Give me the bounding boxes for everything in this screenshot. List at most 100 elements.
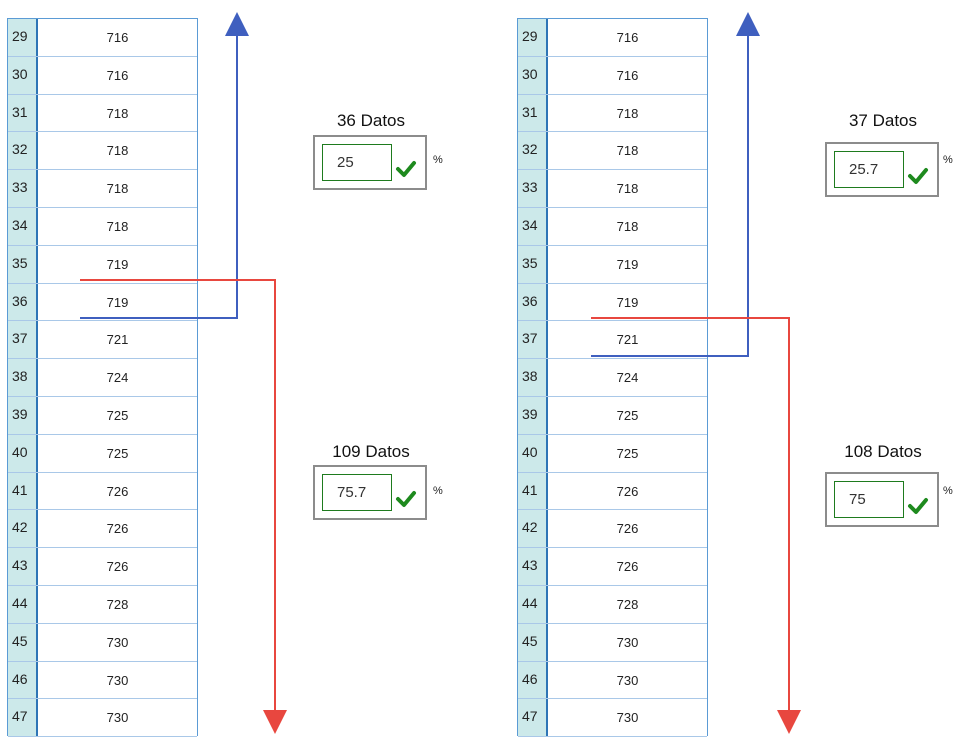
row-index: 30 [12, 65, 28, 82]
row-index: 42 [12, 519, 28, 536]
row-index: 32 [522, 141, 538, 158]
row-value: 726 [106, 559, 129, 575]
table-row: 42 726 [518, 510, 707, 549]
row-value: 718 [106, 105, 129, 121]
row-index: 45 [522, 632, 538, 649]
row-value: 718 [616, 219, 639, 234]
lower-percent-box: 75 [825, 472, 939, 527]
row-value: 725 [616, 408, 639, 423]
check-icon [396, 161, 416, 177]
row-index: 36 [12, 292, 28, 309]
upper-percent-box: 25.7 [825, 142, 939, 197]
upper-percent-input[interactable]: 25.7 [834, 151, 904, 188]
row-value: 725 [616, 445, 639, 461]
upper-percent-unit: % [943, 154, 953, 166]
row-index: 34 [12, 217, 28, 233]
row-value: 718 [106, 219, 129, 234]
table-row: 44 728 [518, 586, 707, 624]
row-value: 725 [106, 408, 129, 423]
down-arrow-head [777, 710, 801, 734]
row-index: 36 [522, 292, 538, 309]
row-value: 721 [106, 332, 129, 348]
row-value: 719 [616, 294, 639, 310]
row-index: 37 [522, 330, 538, 347]
table-row: 36 719 [8, 284, 197, 322]
row-value: 726 [616, 521, 639, 537]
row-value: 718 [616, 105, 639, 121]
table-row: 42 726 [8, 510, 197, 549]
upper-datos-title: 36 Datos [336, 111, 406, 130]
row-index: 43 [522, 557, 538, 574]
row-value: 730 [616, 634, 639, 650]
row-value: 726 [106, 521, 129, 537]
check-icon [908, 168, 928, 184]
table-row: 43 726 [8, 548, 197, 586]
table-row: 43 726 [518, 548, 707, 586]
row-index: 29 [522, 28, 538, 44]
table-row: 36 719 [518, 284, 707, 322]
up-arrow-head [736, 12, 760, 36]
check-icon [908, 498, 928, 514]
row-index: 42 [522, 519, 538, 536]
lower-percent-input[interactable]: 75.7 [322, 474, 392, 511]
lower-percent-input[interactable]: 75 [834, 481, 904, 518]
upper-percent-input[interactable]: 25 [322, 144, 392, 181]
row-index: 31 [522, 103, 538, 120]
table-row: 34 718 [518, 208, 707, 246]
row-value: 728 [616, 597, 639, 612]
row-index: 30 [522, 65, 538, 82]
row-index: 44 [522, 595, 538, 611]
row-value: 730 [106, 634, 129, 650]
row-index: 34 [522, 217, 538, 233]
table-row: 40 725 [518, 435, 707, 473]
table-row: 38 724 [518, 359, 707, 397]
row-index: 41 [12, 481, 28, 498]
lower-percent-unit: % [943, 485, 953, 497]
row-value: 718 [106, 181, 129, 197]
row-index: 35 [12, 254, 28, 271]
row-index: 39 [12, 406, 28, 422]
row-index: 38 [522, 368, 538, 385]
upper-percent-box: 25 [313, 135, 427, 190]
row-index: 32 [12, 141, 28, 158]
row-index: 47 [522, 708, 538, 725]
row-value: 716 [106, 67, 129, 83]
table-row: 45 730 [518, 624, 707, 662]
row-value: 719 [106, 294, 129, 310]
upper-datos-title: 37 Datos [848, 111, 918, 130]
row-value: 724 [616, 370, 639, 386]
row-index: 43 [12, 557, 28, 574]
table-row: 30 716 [8, 57, 197, 95]
row-index: 45 [12, 632, 28, 649]
table-row: 45 730 [8, 624, 197, 662]
row-value: 719 [106, 256, 129, 272]
row-index: 40 [522, 443, 538, 460]
row-value: 718 [616, 181, 639, 197]
row-index: 47 [12, 708, 28, 725]
table-row: 39 725 [8, 397, 197, 435]
row-index: 38 [12, 368, 28, 385]
row-index: 33 [522, 179, 538, 196]
table-row: 33 718 [518, 170, 707, 208]
row-value: 726 [616, 559, 639, 575]
index-column [518, 19, 548, 736]
down-arrow-head [263, 710, 287, 734]
